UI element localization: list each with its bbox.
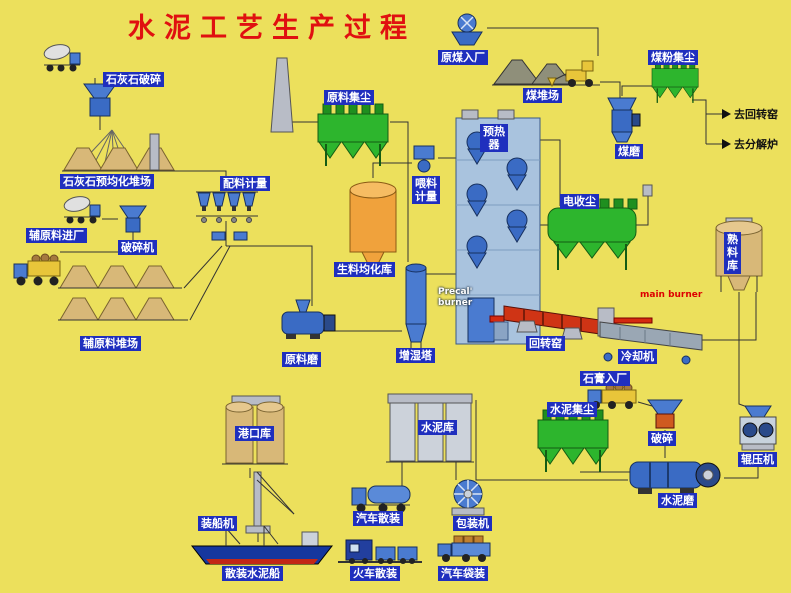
label-cement-mill: 水泥磨 (658, 493, 697, 509)
label-limestone-crushing: 石灰石破碎 (103, 72, 164, 88)
label-esp: 电收尘 (560, 194, 599, 210)
label-humidifying-tower: 增湿塔 (396, 348, 435, 364)
limestone-yard-piles-icon (62, 133, 178, 172)
label-port-silo: 港口库 (235, 426, 274, 442)
label-crushing: 破碎 (648, 431, 676, 447)
tanker-truck-icon (351, 485, 411, 513)
label-packing-machine: 包装机 (453, 516, 492, 532)
label-cement-silo: 水泥库 (418, 420, 457, 436)
roller-press-icon (739, 405, 777, 451)
raw-dust-collector-icon (317, 103, 389, 167)
preheater-tower-icon (455, 109, 541, 345)
train-icon (338, 539, 422, 564)
dump-truck-icon (13, 253, 61, 286)
label-bulk-cement-ship: 散装水泥船 (222, 566, 283, 582)
wheel-loader-icon (547, 60, 594, 88)
label-clinker-silo: 熟料库 (724, 232, 741, 274)
flow-lines (60, 27, 759, 542)
label-rotary-kiln: 回转窑 (526, 336, 565, 352)
main-burner-icon (613, 317, 653, 324)
label-to-calciner: 去分解炉 (734, 138, 778, 151)
label-raw-material-dust: 原料集尘 (324, 90, 374, 106)
label-raw-mill: 原料磨 (282, 352, 321, 368)
coal-mill-icon (607, 97, 641, 143)
chimney-icon (270, 57, 294, 133)
aux-yard-piles-icon (58, 265, 188, 321)
label-aux-material-yard: 辅原料堆场 (80, 336, 141, 352)
label-roller-press: 辊压机 (738, 452, 777, 468)
label-main-burner: main burner (640, 290, 703, 300)
label-coal-mill: 煤磨 (615, 144, 643, 160)
arrow-to-calciner-icon (722, 139, 731, 149)
label-to-rotary-kiln: 去回转窑 (734, 108, 778, 121)
esp-icon (547, 198, 638, 270)
bag-truck-icon (437, 535, 491, 562)
limestone-crusher-icon (83, 83, 117, 130)
arrow-to-kiln-icon (722, 109, 731, 119)
label-ship-loader: 装船机 (198, 516, 237, 532)
ship-loader-icon (245, 471, 295, 534)
raw-mill-icon (281, 299, 336, 339)
label-train-bulk: 火车散装 (350, 566, 400, 582)
homogenizing-silo-icon (349, 181, 397, 267)
humidifying-tower-icon (405, 263, 427, 350)
feed-metering-icon (413, 145, 435, 173)
label-cement-dust: 水泥集尘 (547, 402, 597, 418)
cement-dust-collector-icon (537, 409, 609, 473)
label-batching-metering: 配料计量 (220, 176, 270, 192)
coal-dust-collector-icon (651, 61, 699, 104)
batching-hoppers-icon (196, 191, 258, 241)
coal-feeder-icon (451, 13, 483, 46)
packing-machine-icon (451, 479, 485, 516)
label-limestone-preblending-yard: 石灰石预均化堆场 (60, 174, 154, 190)
esp-stack-icon (642, 184, 653, 197)
label-coal-yard: 煤堆场 (523, 88, 562, 104)
label-coal-dust: 煤粉集尘 (648, 50, 698, 66)
page-title: 水泥工艺生产过程 (128, 13, 416, 44)
label-precal-burner: Precal' burner (438, 287, 473, 308)
label-gypsum-entry: 石膏入厂 (580, 371, 630, 387)
label-crusher: 破碎机 (118, 240, 157, 256)
aux-crusher-icon (119, 205, 147, 233)
mixer-truck-icon (42, 41, 81, 72)
gypsum-crusher-icon (647, 399, 683, 429)
aux-mixer-truck-icon (62, 193, 101, 224)
label-raw-meal-silo: 生料均化库 (334, 262, 395, 278)
label-truck-bagged: 汽车袋装 (438, 566, 488, 582)
label-preheater: 预热器 (480, 124, 508, 153)
coal-yard-icon (492, 59, 600, 86)
label-cooler: 冷却机 (618, 349, 657, 365)
cement-mill-icon (629, 461, 721, 494)
label-truck-bulk: 汽车散装 (353, 511, 403, 527)
label-feed-metering: 喂料计量 (412, 176, 440, 205)
grate-cooler-icon (599, 321, 703, 365)
label-aux-material-entry: 辅原料进厂 (26, 228, 87, 244)
label-raw-coal-entry: 原煤入厂 (438, 50, 488, 66)
